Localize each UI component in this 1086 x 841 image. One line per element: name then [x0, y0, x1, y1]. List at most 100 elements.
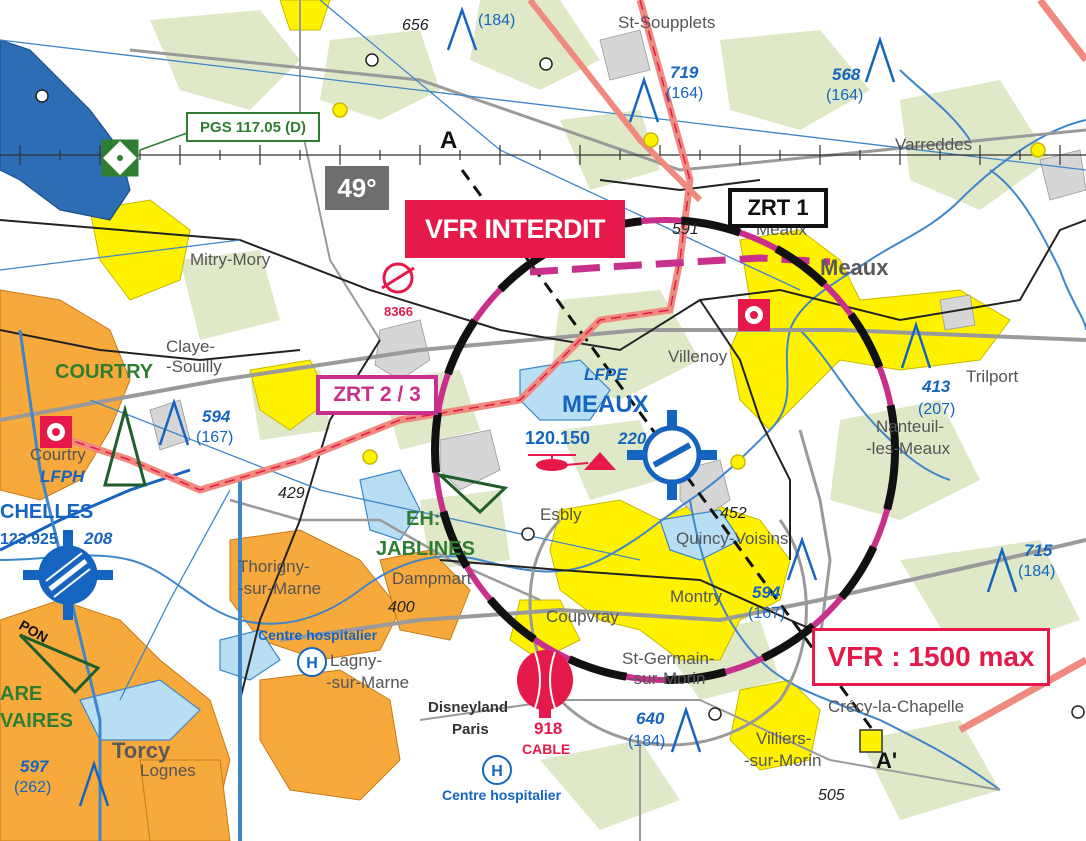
vrp-triangles — [18, 404, 509, 695]
ctr-boundary-north — [527, 0, 703, 203]
spot-429: 429 — [278, 485, 305, 502]
place-coupvray: Coupvray — [546, 607, 619, 626]
obs-413-agl: (207) — [918, 401, 955, 418]
place-trilport: Trilport — [966, 367, 1019, 386]
paramotor-8366: 8366 — [384, 304, 413, 319]
place-nanteuil-2: -les-Meaux — [866, 439, 951, 458]
obs-597-agl: (262) — [14, 779, 51, 796]
tma-boundary-se — [958, 656, 1086, 734]
vfr-1500-max-label[interactable]: VFR : 1500 max — [812, 628, 1050, 686]
hospital-label-2: Centre hospitalier — [442, 787, 562, 803]
meaux-airfield-symbol[interactable] — [627, 410, 717, 500]
zrt-circle-black — [431, 216, 899, 684]
place-quincy-voisins: Quincy-Voisins — [676, 529, 788, 548]
rivers — [0, 69, 1086, 791]
place-souilly: -Souilly — [166, 357, 222, 376]
chelles-airfield-symbol[interactable] — [23, 530, 113, 620]
place-thorigny-2: -sur-Marne — [238, 579, 321, 598]
magnetic-variation-badge: 49° — [325, 166, 389, 210]
obs-597: 597 — [20, 757, 50, 776]
place-lagny-1: Lagny- — [330, 651, 382, 670]
village-dots — [332, 102, 1046, 470]
spot-591: 591 — [672, 221, 699, 238]
radio-beacon-meaux[interactable] — [738, 299, 770, 331]
pgs-vor-symbol[interactable] — [101, 139, 139, 177]
vrp-vaires: VAIRES — [0, 710, 73, 732]
chelles-code: LFPH — [40, 467, 85, 486]
point-a: A — [440, 127, 457, 154]
zrt23-label[interactable]: ZRT 2 / 3 — [316, 375, 438, 415]
heliport-lagny[interactable]: H — [297, 647, 327, 677]
svg-text:H: H — [306, 655, 318, 672]
obs-715-agl: (184) — [1018, 563, 1055, 580]
spot-452: 452 — [720, 505, 747, 522]
obs-719: 719 — [670, 63, 699, 82]
small-places — [35, 53, 1085, 721]
place-crecy: Crécy-la-Chapelle — [828, 697, 964, 716]
point-a-prime: A' — [876, 748, 897, 773]
place-montry: Montry — [670, 587, 722, 606]
balloon-height: 918 — [534, 719, 562, 738]
obs-594-agl: (167) — [196, 429, 233, 446]
airfield-elevation: 220 — [617, 429, 647, 448]
obs-413: 413 — [921, 377, 951, 396]
radio-beacon-courtry[interactable] — [40, 416, 72, 448]
heliport-south[interactable]: H — [482, 755, 512, 785]
place-lognes: Lognes — [140, 761, 196, 780]
vrp-jablines-eh: EH: — [406, 508, 440, 530]
place-st-germain-2: -sur-Morin — [628, 669, 705, 688]
ctr-boundary-dash — [39, 0, 691, 491]
airfield-code: LFPE — [584, 365, 628, 384]
place-st-germain-1: St-Germain- — [622, 649, 715, 668]
place-nanteuil-1: Nanteuil- — [876, 417, 944, 436]
airfield-frequency: 120.150 — [525, 428, 590, 448]
airfield-name: MEAUX — [562, 391, 649, 418]
zrt1-label[interactable]: ZRT 1 — [728, 188, 828, 228]
spot-505: 505 — [818, 787, 845, 804]
transect-a-a2 — [460, 169, 882, 741]
hospital-label-1: Centre hospitalier — [258, 627, 378, 643]
place-dampmart: Dampmart — [392, 569, 472, 588]
place-torcy: Torcy — [112, 738, 171, 763]
obs-594b-agl: (167) — [748, 605, 785, 622]
meridian-ticks — [19, 145, 1061, 165]
pgs-frequency-box[interactable]: PGS 117.05 (D) — [186, 112, 320, 142]
obs-640-agl: (184) — [628, 733, 665, 750]
chelles-freq: 123.925 — [0, 531, 58, 548]
vrp-are: ARE — [0, 683, 42, 705]
vfr-interdit-banner[interactable]: VFR INTERDIT — [405, 200, 625, 258]
place-varreddes: Varreddes — [895, 135, 972, 154]
chelles-name: CHELLES — [0, 501, 93, 523]
obs-640: 640 — [636, 709, 665, 728]
helicopter-icon — [528, 454, 589, 471]
a-prime-square — [859, 729, 883, 753]
place-disneyland-1: Disneyland — [428, 699, 508, 716]
place-villiers-2: -sur-Morin — [744, 751, 821, 770]
pgs-leader-line — [139, 131, 191, 151]
place-meaux: Meaux — [820, 255, 889, 280]
balloon-label: CABLE — [522, 741, 570, 757]
place-lagny-2: -sur-Marne — [326, 673, 409, 692]
obs-656-agl: (184) — [478, 12, 515, 29]
glider-icon — [584, 452, 616, 470]
svg-text:H: H — [491, 763, 503, 780]
vrp-courtry: COURTRY — [55, 361, 154, 383]
obstacle-symbols — [78, 6, 1018, 807]
place-claye: Claye- — [166, 337, 215, 356]
balloon-icon — [517, 650, 573, 718]
obs-594: 594 — [202, 407, 231, 426]
place-esbly: Esbly — [540, 505, 582, 524]
spot-400: 400 — [388, 599, 415, 616]
obs-568: 568 — [832, 65, 861, 84]
obs-656: 656 — [402, 17, 429, 34]
obs-568-agl: (164) — [826, 87, 863, 104]
blue-boundary — [0, 468, 191, 552]
vrp-jablines: JABLINES — [376, 538, 475, 560]
text-labels: St-Soupplets Varreddes Mitry-Mory Claye-… — [0, 12, 1055, 804]
tma-boundary-ne — [1037, 0, 1086, 63]
obs-594b: 594 — [752, 583, 781, 602]
place-villenoy: Villenoy — [668, 347, 728, 366]
